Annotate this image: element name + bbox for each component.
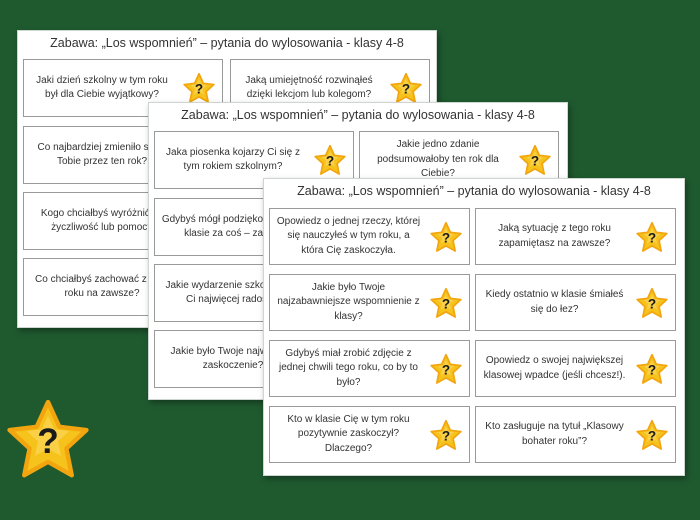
big-question-star-icon: ? [4, 395, 92, 483]
question-star-icon: ? [635, 220, 669, 254]
sheet-title: Zabawa: „Los wspomnień” – pytania do wyl… [297, 184, 651, 198]
question-card: Kiedy ostatnio w klasie śmiałeś się do ł… [475, 274, 676, 331]
question-text: Jaka piosenka kojarzy Ci się z tym rokie… [166, 146, 300, 173]
question-star-icon: ? [182, 71, 216, 105]
sheet-title: Zabawa: „Los wspomnień” – pytania do wyl… [181, 108, 535, 122]
question-star-icon: ? [635, 286, 669, 320]
svg-text:?: ? [531, 153, 539, 168]
question-card: Gdybyś miał zrobić zdjęcie z jednej chwi… [269, 340, 470, 397]
question-card: Kto zasługuje na tytuł „Klasowy bohater … [475, 406, 676, 463]
svg-text:?: ? [37, 422, 59, 461]
question-text: Kto zasługuje na tytuł „Klasowy bohater … [485, 421, 624, 447]
svg-text:?: ? [442, 428, 450, 443]
sheet-title: Zabawa: „Los wspomnień” – pytania do wyl… [50, 36, 404, 50]
question-star-icon: ? [313, 143, 347, 177]
question-card: Opowiedz o swojej największej klasowej w… [475, 340, 676, 397]
question-text: Gdybyś miał zrobić zdjęcie z jednej chwi… [279, 347, 418, 388]
question-text: Kto w klasie Cię w tym roku pozytywnie z… [287, 413, 410, 454]
svg-text:?: ? [195, 81, 203, 96]
question-star-icon: ? [635, 418, 669, 452]
question-card: Jakie było Twoje najzabawniejsze wspomni… [269, 274, 470, 331]
question-star-icon: ? [429, 286, 463, 320]
svg-text:?: ? [402, 81, 410, 96]
svg-text:?: ? [442, 296, 450, 311]
question-text: Co chciałbyś zachować z tego roku na zaw… [35, 273, 169, 300]
question-text: Jaki dzień szkolny w tym roku był dla Ci… [36, 74, 168, 101]
question-sheet-front: Zabawa: „Los wspomnień” – pytania do wyl… [263, 178, 685, 476]
svg-text:?: ? [648, 428, 656, 443]
svg-text:?: ? [648, 230, 656, 245]
question-card: Opowiedz o jednej rzeczy, której się nau… [269, 208, 470, 265]
question-text: Co najbardziej zmieniło się w Tobie prze… [37, 141, 167, 168]
svg-text:?: ? [442, 362, 450, 377]
question-text: Gdybyś mógł podziękować całej klasie za … [161, 213, 305, 240]
question-text: Opowiedz o swojej największej klasowej w… [483, 355, 626, 381]
question-text: Kogo chciałbyś wyróżnić za życzliwość lu… [40, 207, 164, 234]
question-text: Jakie jedno zdanie podsumowałoby ten rok… [377, 139, 499, 180]
question-star-icon: ? [429, 352, 463, 386]
question-star-icon: ? [635, 352, 669, 386]
svg-text:?: ? [648, 362, 656, 377]
question-star-icon: ? [429, 418, 463, 452]
question-star-icon: ? [429, 220, 463, 254]
question-text: Jakie było Twoje najzabawniejsze wspomni… [277, 281, 420, 322]
question-star-icon: ? [518, 143, 552, 177]
question-card: Jaką sytuację z tego roku zapamiętasz na… [475, 208, 676, 265]
svg-text:?: ? [442, 230, 450, 245]
question-text: Jaką umiejętność rozwinąłeś dzięki lekcj… [245, 74, 373, 101]
question-star-icon: ? [389, 71, 423, 105]
question-text: Opowiedz o jednej rzeczy, której się nau… [276, 215, 421, 256]
question-card: Kto w klasie Cię w tym roku pozytywnie z… [269, 406, 470, 463]
svg-text:?: ? [326, 153, 334, 168]
question-text: Jakie było Twoje największe zaskoczenie? [170, 345, 296, 372]
question-text: Jaką sytuację z tego roku zapamiętasz na… [498, 223, 611, 249]
svg-text:?: ? [648, 296, 656, 311]
question-text: Jakie wydarzenie szkolne dało Ci najwięc… [165, 279, 301, 306]
question-text: Kiedy ostatnio w klasie śmiałeś się do ł… [485, 289, 624, 315]
